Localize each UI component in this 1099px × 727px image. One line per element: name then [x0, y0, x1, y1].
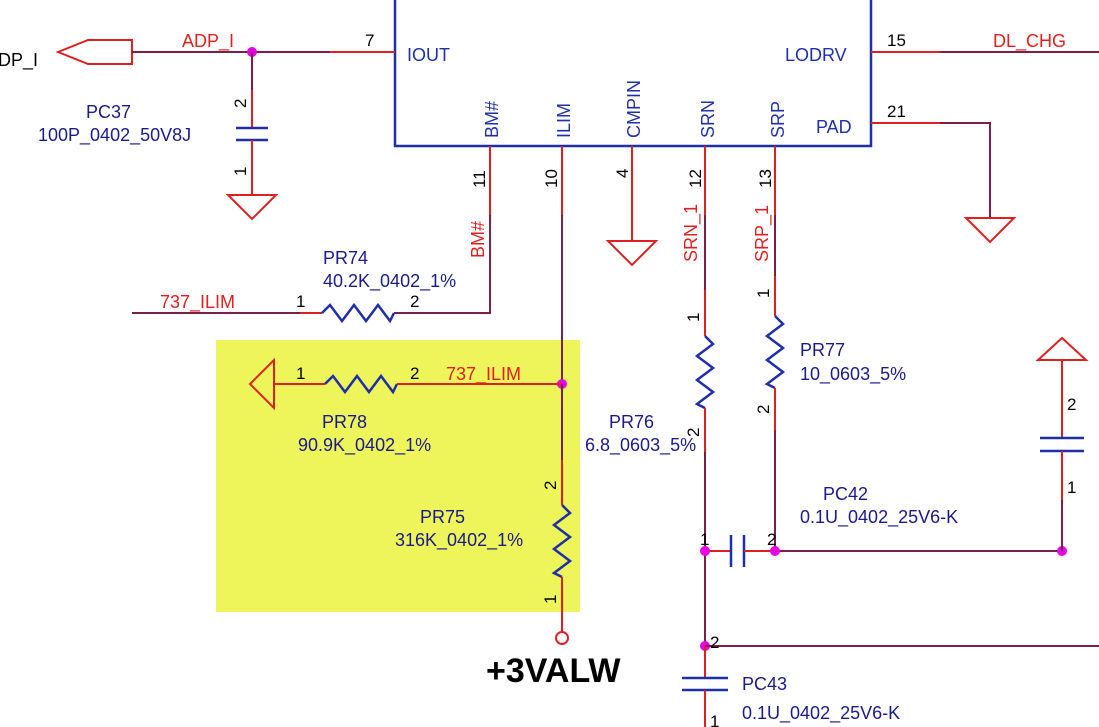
- pin-name-srp: SRP: [768, 101, 788, 138]
- net-label-737-ilim-left: 737_ILIM: [160, 292, 235, 313]
- pc43-value: 0.1U_0402_25V6-K: [742, 703, 900, 724]
- pr75-ref: PR75: [420, 507, 465, 527]
- pr78-value: 90.9K_0402_1%: [298, 435, 431, 456]
- pr74-ref: PR74: [323, 248, 368, 268]
- pin-name-bm: BM#: [482, 101, 502, 138]
- pr77-value: 10_0603_5%: [800, 364, 906, 385]
- right-cap-pin-a: 2: [1067, 395, 1076, 414]
- pin-name-iout: IOUT: [407, 45, 450, 65]
- pin-number-srn: 12: [686, 169, 705, 188]
- pc37-pin-a: 2: [231, 99, 250, 108]
- pin-number-bm: 11: [470, 170, 489, 188]
- pin-number-ilim: 10: [542, 169, 561, 188]
- net-label-adp-i: ADP_I: [182, 31, 234, 52]
- wire-bm: [394, 215, 491, 314]
- pc37-value: 100P_0402_50V8J: [38, 125, 191, 146]
- pin-number-lodrv: 15: [887, 31, 906, 50]
- wire-pad: [940, 122, 991, 218]
- pr75-resistor: [551, 504, 573, 579]
- junction-pc42-left: [700, 546, 710, 556]
- power-terminal-3valw: [555, 631, 569, 645]
- pin-name-pad: PAD: [816, 117, 852, 137]
- pin-number-srp: 13: [756, 169, 775, 188]
- pr76-pin-b: 2: [684, 428, 703, 437]
- highlight-region: [216, 340, 580, 612]
- pr78-pin-a: 1: [296, 364, 305, 383]
- ground-pc37: [225, 194, 279, 221]
- pc42-pin-b: 2: [767, 530, 776, 549]
- right-cap-pin-b: 1: [1067, 478, 1076, 497]
- pr78-ref: PR78: [322, 412, 367, 432]
- pr74-value: 40.2K_0402_1%: [323, 271, 456, 292]
- pin-number-iout: 7: [365, 31, 374, 50]
- net-label-dl-chg: DL_CHG: [993, 31, 1066, 52]
- pc37-pin-b: 1: [231, 167, 250, 176]
- pr77-pin-b: 2: [754, 405, 773, 414]
- pr76-resistor: [694, 335, 716, 410]
- pc42-pin-a: 1: [700, 530, 709, 549]
- pin-number-cmpin: 4: [613, 169, 632, 178]
- net-label-srn1: SRN_1: [681, 204, 702, 262]
- pin-name-lodrv: LODRV: [785, 45, 847, 65]
- pr76-ref: PR76: [609, 412, 654, 432]
- pr77-ref: PR77: [800, 340, 845, 360]
- pr74-resistor: [321, 302, 396, 324]
- pr78-pin-b: 2: [410, 364, 419, 383]
- pr77-resistor: [764, 315, 786, 390]
- power-arrow-right: [1035, 336, 1089, 361]
- pr75-value: 316K_0402_1%: [395, 530, 523, 551]
- pc42-ref: PC42: [823, 484, 868, 504]
- pr74-pin-b: 2: [410, 292, 419, 311]
- pc37-ref: PC37: [86, 102, 131, 122]
- pr74-pin-a: 1: [296, 292, 305, 311]
- pin-name-cmpin: CMPIN: [624, 80, 644, 138]
- pc43-pin-a: 2: [710, 633, 719, 652]
- adp-i-port-label: DP_I: [0, 50, 38, 71]
- pr75-pin-b: 1: [541, 595, 560, 604]
- power-rail-label: +3VALW: [486, 652, 621, 690]
- pr75-pin-a: 2: [541, 481, 560, 490]
- pc43-ref: PC43: [742, 674, 787, 694]
- ground-cmpin: [605, 240, 659, 267]
- adp-i-port-arrow: [55, 39, 133, 65]
- pc42-value: 0.1U_0402_25V6-K: [800, 507, 958, 528]
- pr76-value: 6.8_0603_5%: [585, 435, 696, 456]
- ground-pad: [963, 217, 1017, 244]
- junction-pc42-right: [770, 546, 780, 556]
- pr77-pin-a: 1: [754, 289, 773, 298]
- pin-name-srn: SRN: [698, 100, 718, 138]
- net-label-bm: BM#: [468, 221, 488, 258]
- pin-name-ilim: ILIM: [554, 103, 574, 138]
- pr76-pin-a: 1: [684, 313, 703, 322]
- net-label-srp1: SRP_1: [752, 205, 773, 262]
- pr78-resistor: [324, 373, 399, 395]
- pc43-pin-b: 1: [710, 712, 719, 727]
- pin-number-pad: 21: [887, 102, 906, 121]
- net-label-737-ilim-mid: 737_ILIM: [446, 364, 521, 385]
